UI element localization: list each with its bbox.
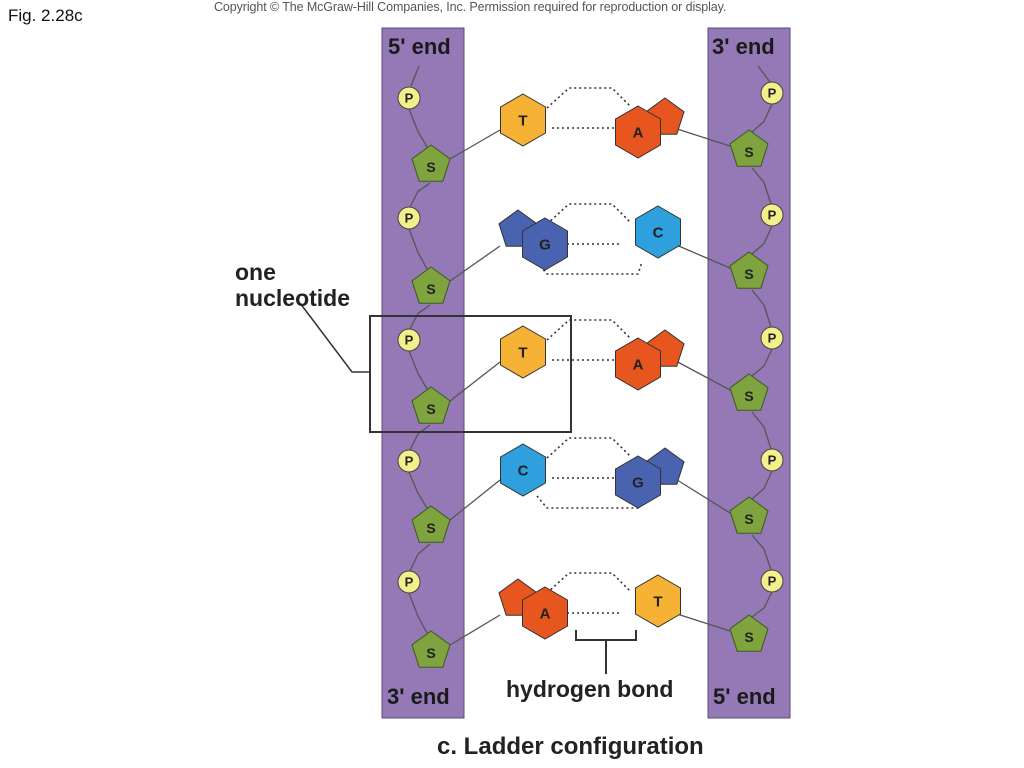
left-phosphate-2: [397, 206, 421, 230]
left-sugar-1: [411, 144, 451, 182]
pair-3-right-bond: [673, 359, 731, 391]
right-top-end-label: 3' end: [712, 34, 775, 59]
pair-2-left-base-label: G: [539, 236, 551, 253]
pair-4-right-bond: [673, 477, 731, 514]
right-sugar-5-label: S: [744, 629, 753, 645]
left-bottom-end-label: 3' end: [387, 684, 450, 709]
pair-3-left-bond: [449, 361, 501, 402]
left-top-end-label: 5' end: [388, 34, 451, 59]
hydrogen-bond-bracket: [575, 630, 637, 641]
right-phosphate-2-label: P: [768, 208, 777, 223]
right-phosphate-4-label: P: [768, 453, 777, 468]
pair-1-right-base-label: A: [633, 124, 644, 141]
pair-1-hbond-top: [546, 87, 631, 109]
left-phosphate-4: [397, 449, 421, 473]
one-nucleotide-label-line2: nucleotide: [235, 285, 351, 311]
right-phosphate-5-label: P: [768, 574, 777, 589]
pair-5-right-base-label: T: [653, 593, 662, 610]
right-phosphate-4: [760, 448, 784, 472]
pair-5-right-bond: [673, 612, 731, 632]
one-nucleotide-box: [369, 315, 572, 433]
left-phosphate-1: [397, 86, 421, 110]
right-sugar-3: [729, 373, 769, 411]
copyright-notice: Copyright © The McGraw-Hill Companies, I…: [214, 0, 727, 14]
pair-1-left-bond: [449, 129, 501, 160]
pair-2-right-base: [635, 205, 681, 259]
left-backbone: [381, 27, 465, 719]
pair-2-left-base: [522, 217, 568, 271]
hydrogen-bond-label: hydrogen bond: [506, 676, 674, 702]
pair-2-hbond-top: [546, 203, 631, 225]
left-sugar-1-label: S: [426, 159, 435, 175]
pair-2-right-bond: [673, 243, 731, 269]
right-sugar-3-label: S: [744, 388, 753, 404]
pair-4-left-base-label: C: [518, 462, 529, 479]
pair-4-hbond-bottom: [536, 495, 643, 509]
right-phosphate-3: [760, 326, 784, 350]
right-sugar-5: [729, 614, 769, 652]
pair-2-right-base-label: C: [653, 224, 664, 241]
right-phosphate-3-label: P: [768, 331, 777, 346]
left-sugar-5: [411, 630, 451, 668]
pair-1-left-base-label: T: [518, 112, 527, 129]
pair-5-left-bond: [449, 614, 501, 646]
left-phosphate-3: [397, 328, 421, 352]
pair-5-left-base-label: A: [540, 605, 551, 622]
pair-4-right-base: [615, 455, 661, 509]
pair-3-right-base: [615, 337, 661, 391]
left-sugar-2-label: S: [426, 281, 435, 297]
right-phosphate-2: [760, 203, 784, 227]
nucleotide-pointer-line: [299, 302, 370, 373]
pair-3-hbond-top: [546, 319, 631, 341]
pair-1-left-base: [500, 93, 546, 147]
one-nucleotide-label-line1: one: [235, 259, 276, 285]
left-sugar-5-label: S: [426, 645, 435, 661]
pair-1-right-bond: [673, 127, 731, 147]
right-backbone-line: [751, 65, 773, 618]
left-sugar-3-label: S: [426, 401, 435, 417]
left-phosphate-3-label: P: [405, 333, 414, 348]
left-sugar-4: [411, 505, 451, 543]
left-sugar-2: [411, 266, 451, 304]
one-nucleotide-label: one nucleotide: [235, 259, 350, 311]
figure-caption: c. Ladder configuration: [437, 733, 704, 760]
pair-3-right-base-label: A: [633, 356, 644, 373]
nucleotide-shapes: T A G C T A C G A T P P P P P S S S S S P P P P P S S S S S: [397, 81, 784, 668]
right-sugar-4-label: S: [744, 511, 753, 527]
pair-3-left-base-label: T: [518, 344, 527, 361]
pair-5-right-base: [635, 574, 681, 628]
right-phosphate-1-label: P: [768, 86, 777, 101]
right-bottom-end-label: 5' end: [713, 684, 776, 709]
left-phosphate-1-label: P: [405, 91, 414, 106]
pair-4-left-base: [500, 443, 546, 497]
left-sugar-3: [411, 386, 451, 424]
left-phosphate-5-label: P: [405, 575, 414, 590]
pair-4-hbond-top: [546, 437, 631, 459]
left-phosphate-5: [397, 570, 421, 594]
left-backbone-line: [408, 65, 431, 634]
pair-5-left-base: [522, 586, 568, 640]
right-sugar-1-label: S: [744, 144, 753, 160]
right-sugar-4: [729, 496, 769, 534]
pair-2-hbond-bottom: [536, 261, 643, 275]
pair-4-right-base-label: G: [632, 474, 644, 491]
pair-5-hbond-top: [546, 572, 631, 594]
left-phosphate-4-label: P: [405, 454, 414, 469]
right-phosphate-5: [760, 569, 784, 593]
pair-3-left-base: [500, 325, 546, 379]
right-phosphate-1: [760, 81, 784, 105]
right-sugar-1: [729, 129, 769, 167]
pair-2-left-bond: [449, 245, 501, 282]
pair-4-left-bond: [449, 479, 501, 521]
pair-1-right-base: [615, 105, 661, 159]
figure-label: Fig. 2.28c: [8, 6, 83, 25]
right-sugar-2-label: S: [744, 266, 753, 282]
left-phosphate-2-label: P: [405, 211, 414, 226]
left-sugar-4-label: S: [426, 520, 435, 536]
right-sugar-2: [729, 251, 769, 289]
